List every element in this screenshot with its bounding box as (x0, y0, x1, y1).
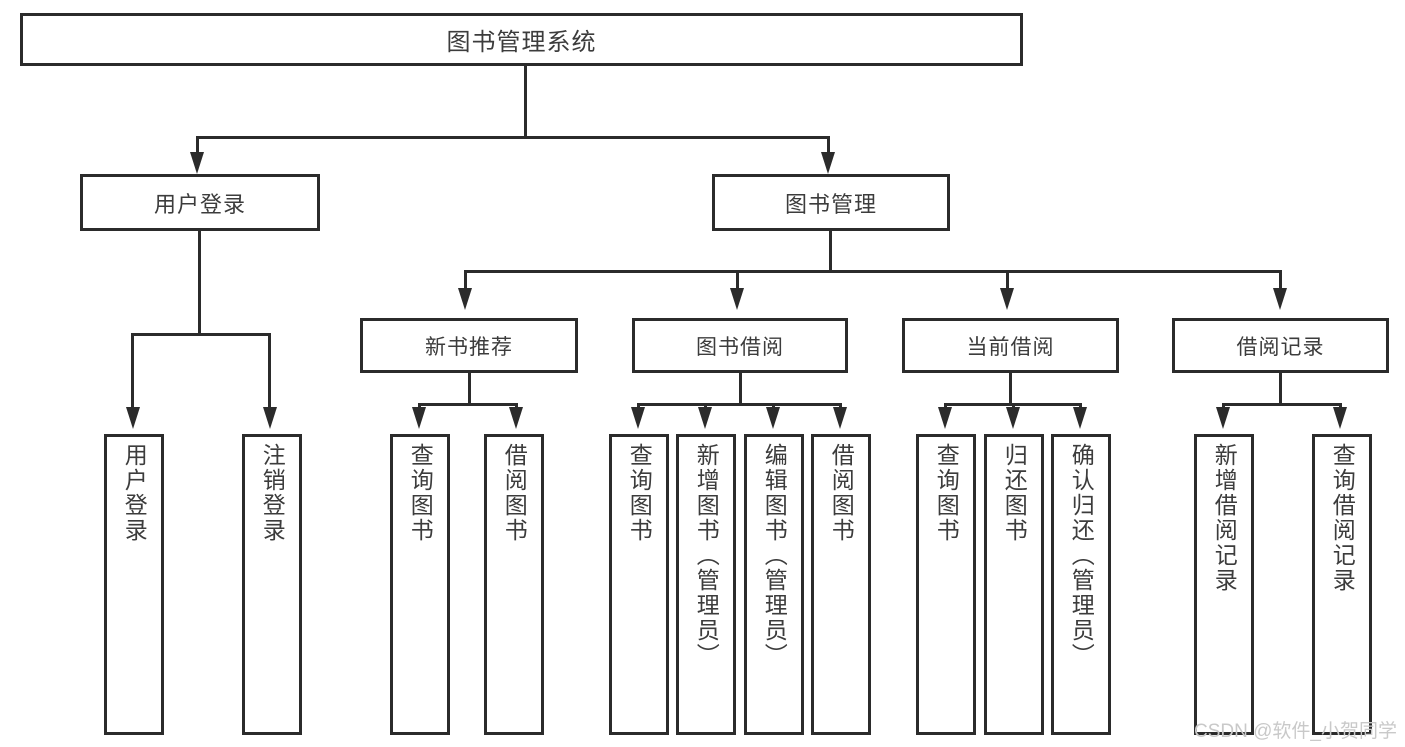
node-label: 归还图书 (1001, 443, 1028, 543)
node-book-management[interactable]: 图书管理 (712, 174, 950, 231)
leaf-query-borrow-record[interactable]: 查询借阅记录 (1312, 434, 1372, 735)
node-label: 确认归还（管理员） (1068, 443, 1095, 668)
connector-bookborrow-split (637, 403, 842, 406)
node-book-borrow[interactable]: 图书借阅 (632, 318, 848, 373)
leaf-borrow-book[interactable]: 借阅图书 (811, 434, 871, 735)
node-user-login[interactable]: 用户登录 (80, 174, 320, 231)
connector-bookmanage-drop-4 (1279, 270, 1282, 292)
leaf-confirm-return-admin[interactable]: 确认归还（管理员） (1051, 434, 1111, 735)
leaf-logout[interactable]: 注销登录 (242, 434, 302, 735)
connector-borrowrecord-trunk (1279, 373, 1282, 405)
leaf-user-login[interactable]: 用户登录 (104, 434, 164, 735)
leaf-return-book[interactable]: 归还图书 (984, 434, 1044, 735)
node-label: 图书管理 (784, 191, 877, 217)
arrow-to-borrowrecord-leaf-2 (1333, 407, 1347, 429)
arrow-to-borrow-record (1273, 288, 1287, 310)
node-label: 新增图书（管理员） (693, 443, 720, 668)
leaf-query-book-current[interactable]: 查询图书 (916, 434, 976, 735)
connector-userlogin-drop-2 (268, 333, 271, 411)
node-borrow-record[interactable]: 借阅记录 (1172, 318, 1389, 373)
arrow-to-currentborrow-leaf-2 (1006, 407, 1020, 429)
leaf-add-book-admin[interactable]: 新增图书（管理员） (676, 434, 736, 735)
arrow-to-borrowrecord-leaf-1 (1216, 407, 1230, 429)
node-current-borrow[interactable]: 当前借阅 (902, 318, 1119, 373)
arrow-to-bookborrow-leaf-2 (698, 407, 712, 429)
connector-userlogin-trunk (198, 231, 201, 335)
node-new-book-recommend[interactable]: 新书推荐 (360, 318, 578, 373)
connector-bookborrow-trunk (739, 373, 742, 405)
connector-root-right-drop (827, 136, 830, 158)
arrow-to-current-borrow (1000, 288, 1014, 310)
connector-root-split (196, 136, 830, 139)
connector-currentborrow-split (944, 403, 1079, 406)
arrow-to-user-login (190, 152, 204, 174)
connector-bookmanage-split (464, 270, 1282, 273)
arrow-to-new-book-recommend (458, 288, 472, 310)
connector-newbook-split (418, 403, 518, 406)
node-label: 借阅图书 (828, 443, 855, 543)
connector-root-left-drop (196, 136, 199, 158)
connector-bookmanage-drop-2 (736, 270, 739, 292)
connector-root-trunk (524, 66, 527, 138)
arrow-to-bookborrow-leaf-1 (631, 407, 645, 429)
node-label: 用户登录 (121, 443, 148, 543)
arrow-to-logout-leaf (263, 407, 277, 429)
node-label: 注销登录 (259, 443, 286, 543)
node-label: 借阅图书 (501, 443, 528, 543)
connector-newbook-trunk (468, 373, 471, 405)
leaf-add-borrow-record[interactable]: 新增借阅记录 (1194, 434, 1254, 735)
arrow-to-currentborrow-leaf-1 (938, 407, 952, 429)
node-label: 图书管理系统 (446, 29, 597, 56)
node-label: 查询图书 (626, 443, 653, 543)
node-label: 查询图书 (407, 443, 434, 543)
arrow-to-user-login-leaf (126, 407, 140, 429)
node-label: 查询借阅记录 (1329, 443, 1356, 593)
node-label: 当前借阅 (966, 335, 1055, 359)
connector-currentborrow-trunk (1009, 373, 1012, 405)
leaf-query-book-recommend[interactable]: 查询图书 (390, 434, 450, 735)
arrow-to-bookborrow-leaf-3 (766, 407, 780, 429)
arrow-to-bookborrow-leaf-4 (833, 407, 847, 429)
arrow-to-newbook-leaf-2 (509, 407, 523, 429)
connector-bookmanage-trunk (829, 231, 832, 272)
connector-bookmanage-drop-3 (1006, 270, 1009, 292)
connector-userlogin-drop-1 (131, 333, 134, 411)
arrow-to-book-manage (821, 152, 835, 174)
node-label: 图书借阅 (696, 335, 784, 359)
arrow-to-book-borrow (730, 288, 744, 310)
connector-borrowrecord-split (1222, 403, 1342, 406)
leaf-edit-book-admin[interactable]: 编辑图书（管理员） (744, 434, 804, 735)
leaf-borrow-book-recommend[interactable]: 借阅图书 (484, 434, 544, 735)
connector-userlogin-split (131, 333, 271, 336)
node-label: 新书推荐 (425, 335, 513, 359)
watermark: CSDN @软件_小贺同学 (1194, 721, 1397, 742)
node-label: 用户登录 (153, 191, 246, 217)
node-label: 编辑图书（管理员） (761, 443, 788, 668)
arrow-to-currentborrow-leaf-3 (1073, 407, 1087, 429)
arrow-to-newbook-leaf-1 (412, 407, 426, 429)
node-label: 新增借阅记录 (1211, 443, 1238, 593)
node-label: 借阅记录 (1236, 335, 1325, 359)
node-label: 查询图书 (933, 443, 960, 543)
leaf-query-book-borrow[interactable]: 查询图书 (609, 434, 669, 735)
node-root-system[interactable]: 图书管理系统 (20, 13, 1023, 66)
connector-bookmanage-drop-1 (464, 270, 467, 292)
